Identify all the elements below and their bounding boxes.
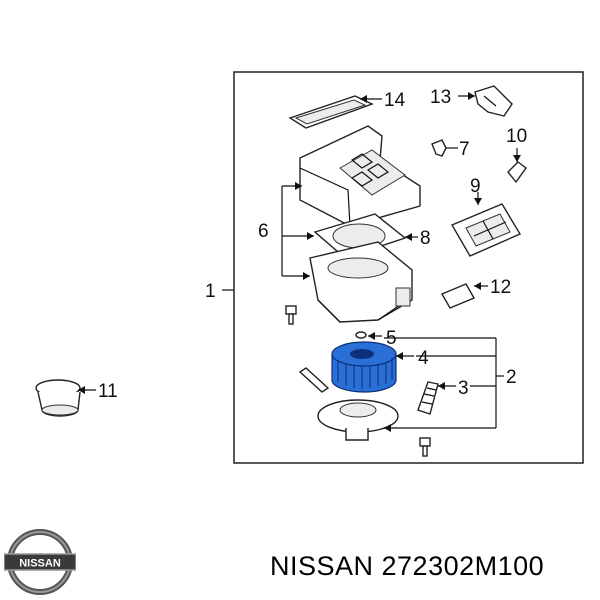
part-12-bracket xyxy=(440,283,476,309)
diagram-frame xyxy=(233,71,584,464)
callout-2: 2 xyxy=(506,367,517,388)
callout-11: 11 xyxy=(98,381,118,402)
part-clamp xyxy=(298,367,330,393)
callout-7: 7 xyxy=(459,139,470,160)
callout-1: 1 xyxy=(205,281,216,302)
callout-9: 9 xyxy=(470,176,481,197)
part-number-caption: NISSAN 272302M100 xyxy=(270,551,545,581)
screw-lower xyxy=(419,437,431,457)
part-9-filter xyxy=(450,203,522,257)
part-14-gasket xyxy=(288,95,374,129)
callout-3: 3 xyxy=(458,378,469,399)
callout-14: 14 xyxy=(384,90,406,111)
part-blower-case xyxy=(309,241,413,323)
part-7-clip xyxy=(431,139,447,157)
part-5-washer xyxy=(355,331,367,339)
part-intake-housing xyxy=(299,125,421,227)
part-8-plate xyxy=(313,213,407,259)
nissan-logo: NISSAN xyxy=(4,529,76,595)
callout-8: 8 xyxy=(420,228,431,249)
callout-13: 13 xyxy=(430,87,451,108)
screw-upper xyxy=(285,305,297,325)
callout-6: 6 xyxy=(258,221,269,242)
callout-12: 12 xyxy=(490,277,511,298)
part-10-sensor xyxy=(507,161,527,184)
svg-text:NISSAN: NISSAN xyxy=(19,558,61,570)
callout-10: 10 xyxy=(506,126,527,147)
part-blower-motor xyxy=(317,399,399,441)
part-3-resistor xyxy=(417,381,439,415)
callout-4: 4 xyxy=(418,348,429,369)
part-13-duct xyxy=(474,85,513,117)
part-11-ring xyxy=(35,379,81,417)
part-4-blower-fan xyxy=(331,341,397,393)
